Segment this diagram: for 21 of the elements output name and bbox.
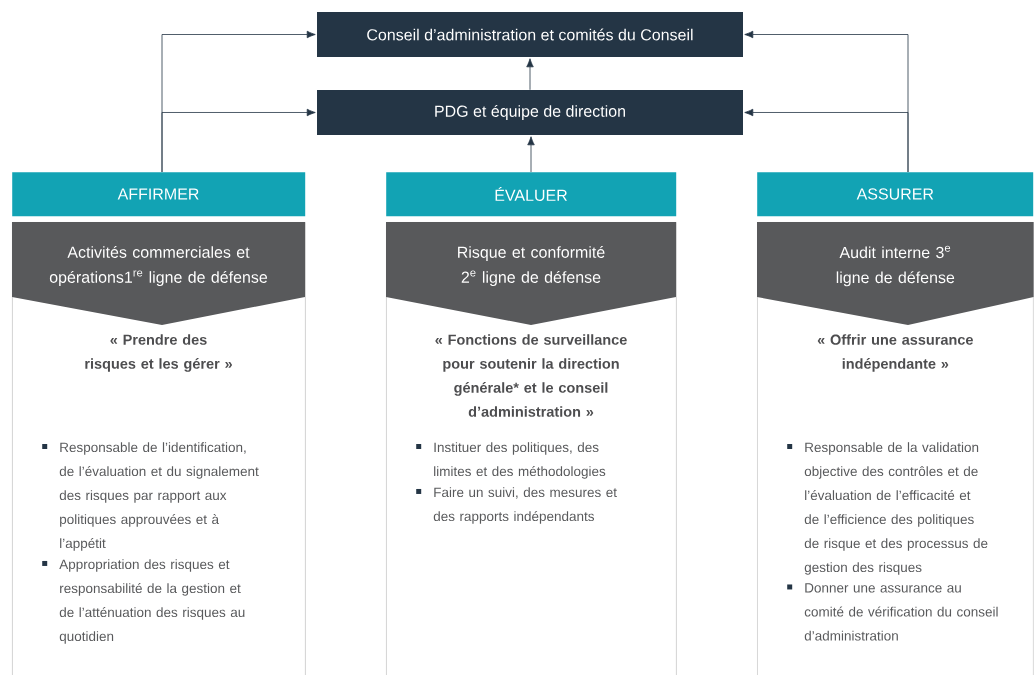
quote-text: « Fonctions de surveillance pour soutenir la direction générale* et le conseil d’administration » <box>435 334 627 417</box>
column-header: ASSURER <box>757 172 1034 217</box>
bullet-item: Responsable de l’identification, de l’évaluation et du signalement des risques par rapport aux politiques approuvées et à l’appétit <box>42 442 259 551</box>
quote-text: « Prendre des risques et les gérer » <box>85 334 232 372</box>
chevron-banner: Activités commerciales et opérations1$^{re}$ ligne de défense <box>12 222 305 325</box>
column-header: AFFIRMER <box>12 172 306 217</box>
bullet-item: Instituer des politiques, des limites et des méthodologies <box>416 442 606 479</box>
bullet-item: Appropriation des risques et responsabilité de la gestion et de l’atténuation des risques au quotidien <box>42 559 245 644</box>
bullet-item: Donner une assurance au comité de vérification du conseil d’administration <box>787 583 998 641</box>
governance-box: PDG et équipe de direction <box>317 90 743 135</box>
bullet-item: Responsable de la validation objective des contrôles et de l’évaluation de l’efficacité et de l’efficience des politiques de risque et des processus de gestion des risques <box>787 442 988 575</box>
chevron-banner: Risque et conformité 2$^{e}$ ligne de défense <box>386 222 676 325</box>
column-header: ÉVALUER <box>386 172 677 217</box>
bullet-item: Faire un suivi, des mesures et des rapports indépendants <box>416 487 617 524</box>
arrow <box>744 108 909 173</box>
governance-box: Conseil d’administration et comités du Conseil <box>317 12 743 57</box>
arrow <box>161 108 316 173</box>
arrow <box>526 58 534 91</box>
chevron-banner: Audit interne 3$^{e}$ ligne de défense <box>757 222 1034 325</box>
arrow <box>527 136 535 173</box>
quote-text: « Offrir une assurance indépendante » <box>817 334 973 372</box>
